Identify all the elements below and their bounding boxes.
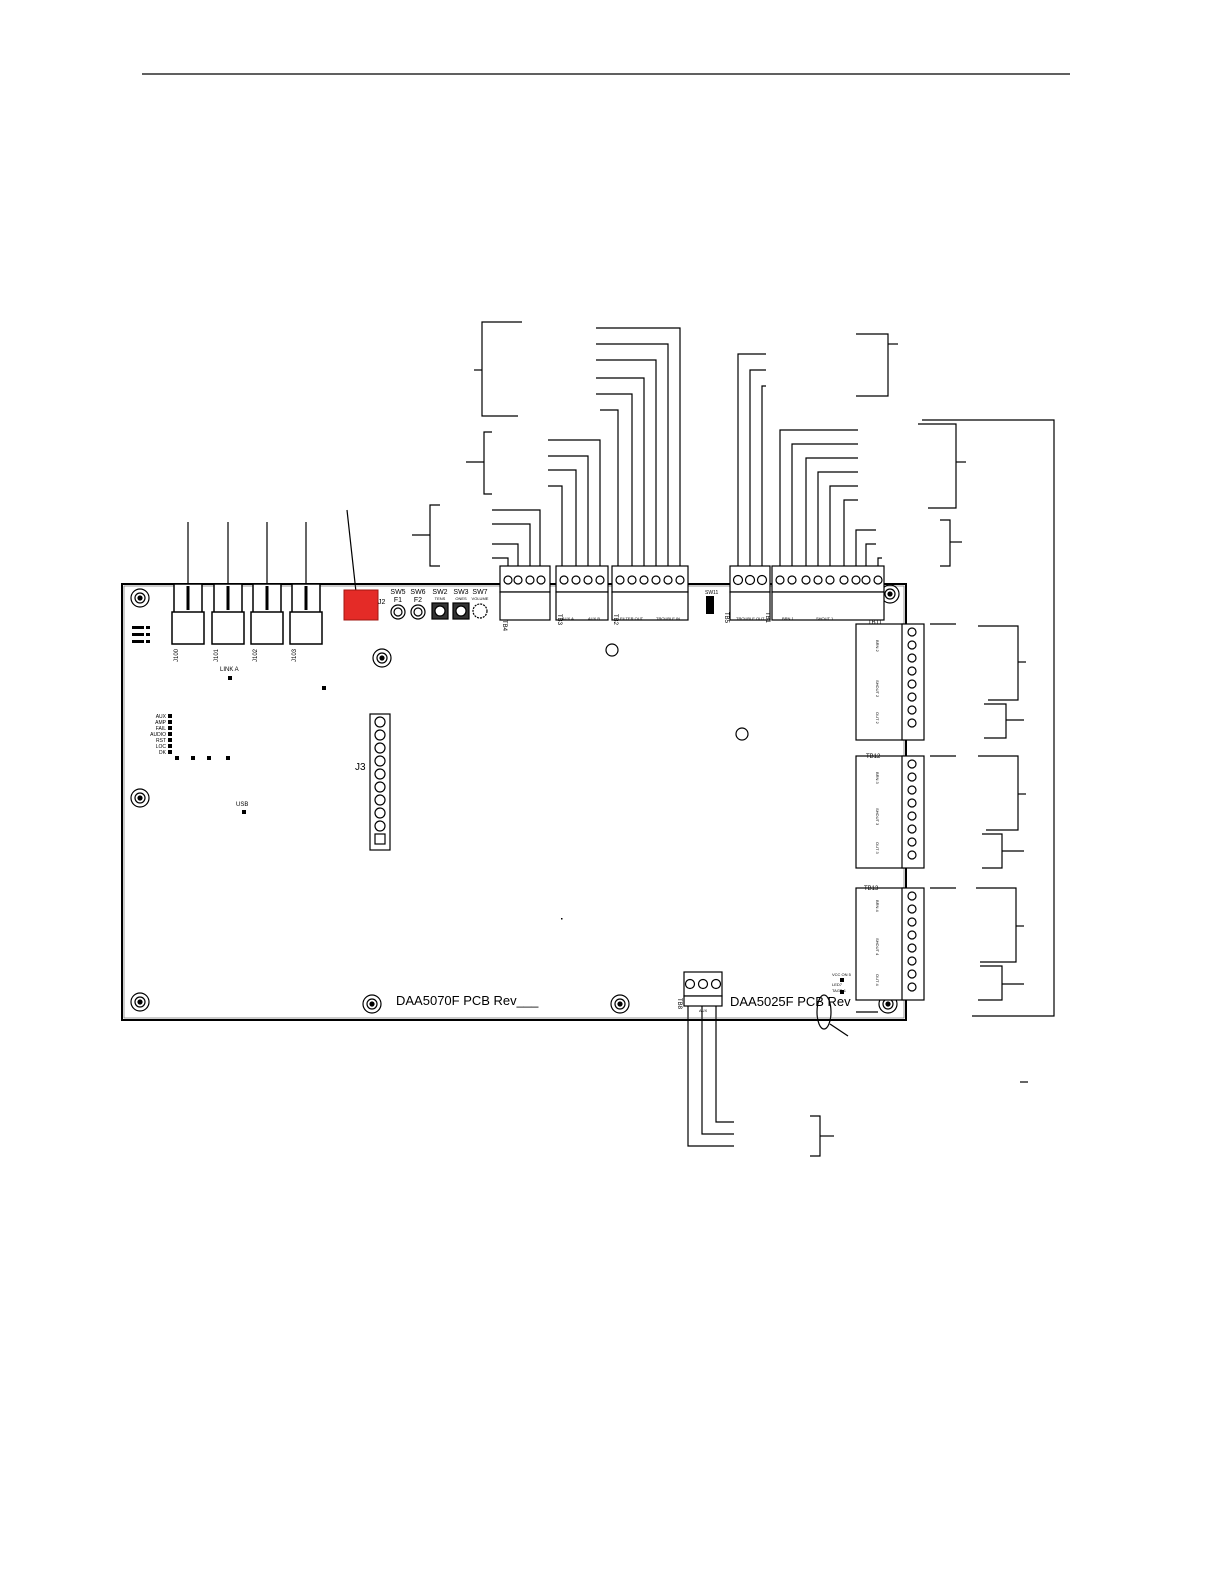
right-tb-labels: TB11 TB12 TB13 BRN 2 SHOUT 2 OUT 2 BRN 3…: [864, 620, 883, 986]
svg-text:OUT 2: OUT 2: [875, 712, 880, 724]
terminal-block-tb5: [729, 565, 771, 621]
terminal-block-tb1: [771, 565, 885, 621]
tb3-label: TB3: [556, 614, 562, 626]
svg-text:RST: RST: [156, 738, 166, 744]
sw5-label: SW5: [390, 589, 405, 596]
terminal-block-tb11: [855, 623, 925, 741]
led-indicators: [168, 714, 230, 760]
corner-labels: VCC ON 5 LED7 TAGB 1: [832, 972, 852, 993]
sw11-label: SW11: [705, 590, 718, 596]
mounting-holes: [130, 584, 900, 1014]
tb1-label: TB1: [764, 612, 770, 624]
tb13-label: TB13: [864, 886, 879, 892]
sw7-sub: VOLUME: [472, 596, 489, 601]
j3-label: J3: [355, 762, 366, 773]
led-labels: AUX AMP FAIL AUDIO RST LOC DK: [150, 714, 167, 756]
jack-connectors: [171, 583, 323, 645]
svg-text:AUX: AUX: [156, 714, 167, 720]
pcb-rev-left: DAA5070F PCB Rev___: [396, 993, 539, 1008]
switch-bodies: [390, 602, 488, 620]
filter-out-label: FILTER OUT: [620, 616, 644, 621]
sw6-sub: F2: [414, 597, 422, 604]
j3-header: [369, 713, 391, 851]
svg-text:LED7: LED7: [832, 982, 843, 987]
jack-label-j102: J102: [253, 648, 259, 662]
svg-text:BRN 2: BRN 2: [875, 640, 880, 653]
svg-text:BRN 3: BRN 3: [875, 772, 880, 785]
pcb-rev-right: DAA5025F PCB Rev: [730, 994, 851, 1009]
top-tb-labels: TB4 TB3 TB2 TB5 TB1 AUX A AUX B FILTER O…: [501, 612, 834, 632]
brn1-label: BRN 1: [782, 616, 795, 621]
tb2-label: TB2: [612, 614, 618, 626]
tb8-label: TB8: [676, 998, 682, 1010]
aux-b-label: AUX B: [588, 616, 600, 621]
sw7-label: SW7: [472, 589, 487, 596]
terminal-block-tb2: [611, 565, 689, 621]
callout-lines-right: [930, 623, 1028, 1083]
sw5-sub: F1: [394, 597, 402, 604]
tb12-label: TB12: [866, 754, 881, 760]
svg-text:SHOUT 3: SHOUT 3: [875, 808, 880, 826]
tb8-aux-label: AUX: [699, 1008, 708, 1013]
aux-a-label: AUX A: [562, 616, 574, 621]
svg-text:BRN 4: BRN 4: [875, 900, 880, 913]
callout-lines-top: [412, 321, 1055, 1017]
sw6-label: SW6: [410, 589, 425, 596]
sw2-sub: TENS: [435, 596, 446, 601]
jack-label-j103: J103: [292, 648, 298, 662]
jack-label-j100: J100: [174, 648, 180, 662]
trouble-out-label: TROUBLE OUT: [736, 616, 765, 621]
terminal-block-tb12: [855, 755, 925, 869]
shout1-label: SHOUT 1: [816, 616, 834, 621]
svg-text:SHOUT 2: SHOUT 2: [875, 680, 880, 698]
callout-lines-bottom: [687, 994, 878, 1157]
sw3-sub: ONES: [455, 596, 467, 601]
j2-label: J2: [378, 599, 386, 606]
linka-label: LINK A: [220, 667, 239, 673]
svg-text:AMP: AMP: [155, 720, 167, 726]
terminal-block-tb13: [855, 887, 925, 1001]
svg-text:DK: DK: [159, 750, 167, 756]
sw3-label: SW3: [453, 589, 468, 596]
svg-text:VCC ON 5: VCC ON 5: [832, 972, 852, 977]
svg-text:FAIL: FAIL: [156, 726, 167, 732]
terminal-block-tb4: [499, 565, 551, 621]
svg-text:SHOUT 4: SHOUT 4: [875, 938, 880, 956]
sw2-label: SW2: [432, 589, 447, 596]
jack-label-j101: J101: [214, 648, 220, 662]
tb4-label: TB4: [501, 620, 507, 632]
tb11-label: TB11: [868, 620, 883, 626]
terminal-block-tb8: [683, 971, 723, 1007]
svg-text:TAGB 1: TAGB 1: [832, 988, 847, 993]
usb-label: USB: [236, 802, 248, 808]
svg-text:LOC: LOC: [156, 744, 167, 750]
jack-labels: J100 J101 J102 J103 LINK A USB: [174, 648, 298, 808]
tb5-label: TB5: [723, 612, 729, 624]
svg-text:AUDIO: AUDIO: [150, 732, 166, 738]
j2-connector: [343, 589, 379, 621]
trouble-in-label: TROUBLE IN: [656, 616, 680, 621]
sw11-switch: [706, 596, 714, 614]
switch-labels: SW5 F1 SW6 F2 SW2 TENS SW3 ONES SW7 VOLU…: [390, 589, 488, 604]
terminal-block-tb3: [555, 565, 609, 621]
svg-text:OUT 3: OUT 3: [875, 842, 880, 854]
svg-text:OUT 4: OUT 4: [875, 974, 880, 986]
